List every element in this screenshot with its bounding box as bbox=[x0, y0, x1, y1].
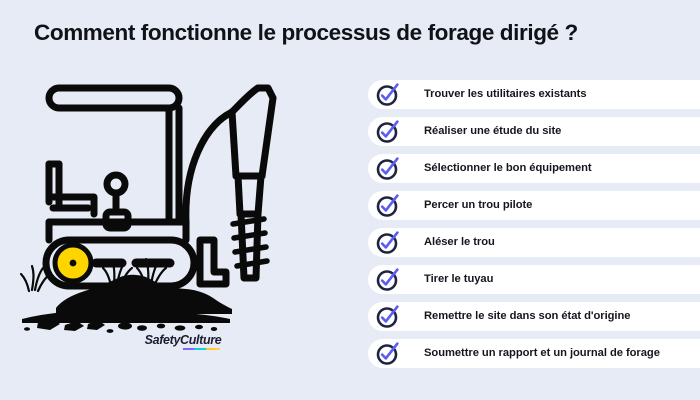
logo-text-safety: Safety bbox=[144, 333, 181, 347]
checklist-item-label: Percer un trou pilote bbox=[424, 199, 533, 212]
drilling-rig-illustration bbox=[19, 84, 277, 333]
checklist-item[interactable]: Percer un trou pilote bbox=[368, 191, 700, 220]
check-circle-icon bbox=[376, 341, 399, 365]
check-circle-icon bbox=[376, 304, 399, 328]
checklist-item-label: Aléser le trou bbox=[424, 236, 495, 249]
checklist-item-label: Réaliser une étude du site bbox=[424, 125, 562, 138]
checklist-item-label: Remettre le site dans son état d'origine bbox=[424, 310, 631, 323]
checklist-item-label: Soumettre un rapport et un journal de fo… bbox=[424, 347, 660, 360]
checklist-item-label: Trouver les utilitaires existants bbox=[424, 88, 587, 101]
logo-text-culture: Culture bbox=[180, 333, 222, 347]
check-circle-icon bbox=[376, 193, 399, 217]
check-circle-icon bbox=[376, 230, 399, 254]
checklist-item[interactable]: Réaliser une étude du site bbox=[368, 117, 700, 146]
checklist: Trouver les utilitaires existants Réalis… bbox=[368, 80, 700, 368]
check-circle-icon bbox=[376, 267, 399, 291]
checklist-item[interactable]: Tirer le tuyau bbox=[368, 265, 700, 294]
checklist-item[interactable]: Trouver les utilitaires existants bbox=[368, 80, 700, 109]
safetyculture-logo: SafetyCulture bbox=[18, 333, 348, 350]
checklist-item-label: Tirer le tuyau bbox=[424, 273, 494, 286]
checklist-item[interactable]: Aléser le trou bbox=[368, 228, 700, 257]
check-circle-icon bbox=[376, 156, 399, 180]
check-circle-icon bbox=[376, 82, 399, 106]
checklist-item-label: Sélectionner le bon équipement bbox=[424, 162, 592, 175]
checklist-item[interactable]: Sélectionner le bon équipement bbox=[368, 154, 700, 183]
check-circle-icon bbox=[376, 119, 399, 143]
logo-gradient-underline bbox=[182, 347, 221, 350]
illustration-panel: SafetyCulture bbox=[18, 72, 348, 382]
page-title: Comment fonctionne le processus de forag… bbox=[34, 20, 578, 45]
checklist-item[interactable]: Remettre le site dans son état d'origine bbox=[368, 302, 700, 331]
checklist-item[interactable]: Soumettre un rapport et un journal de fo… bbox=[368, 339, 700, 368]
